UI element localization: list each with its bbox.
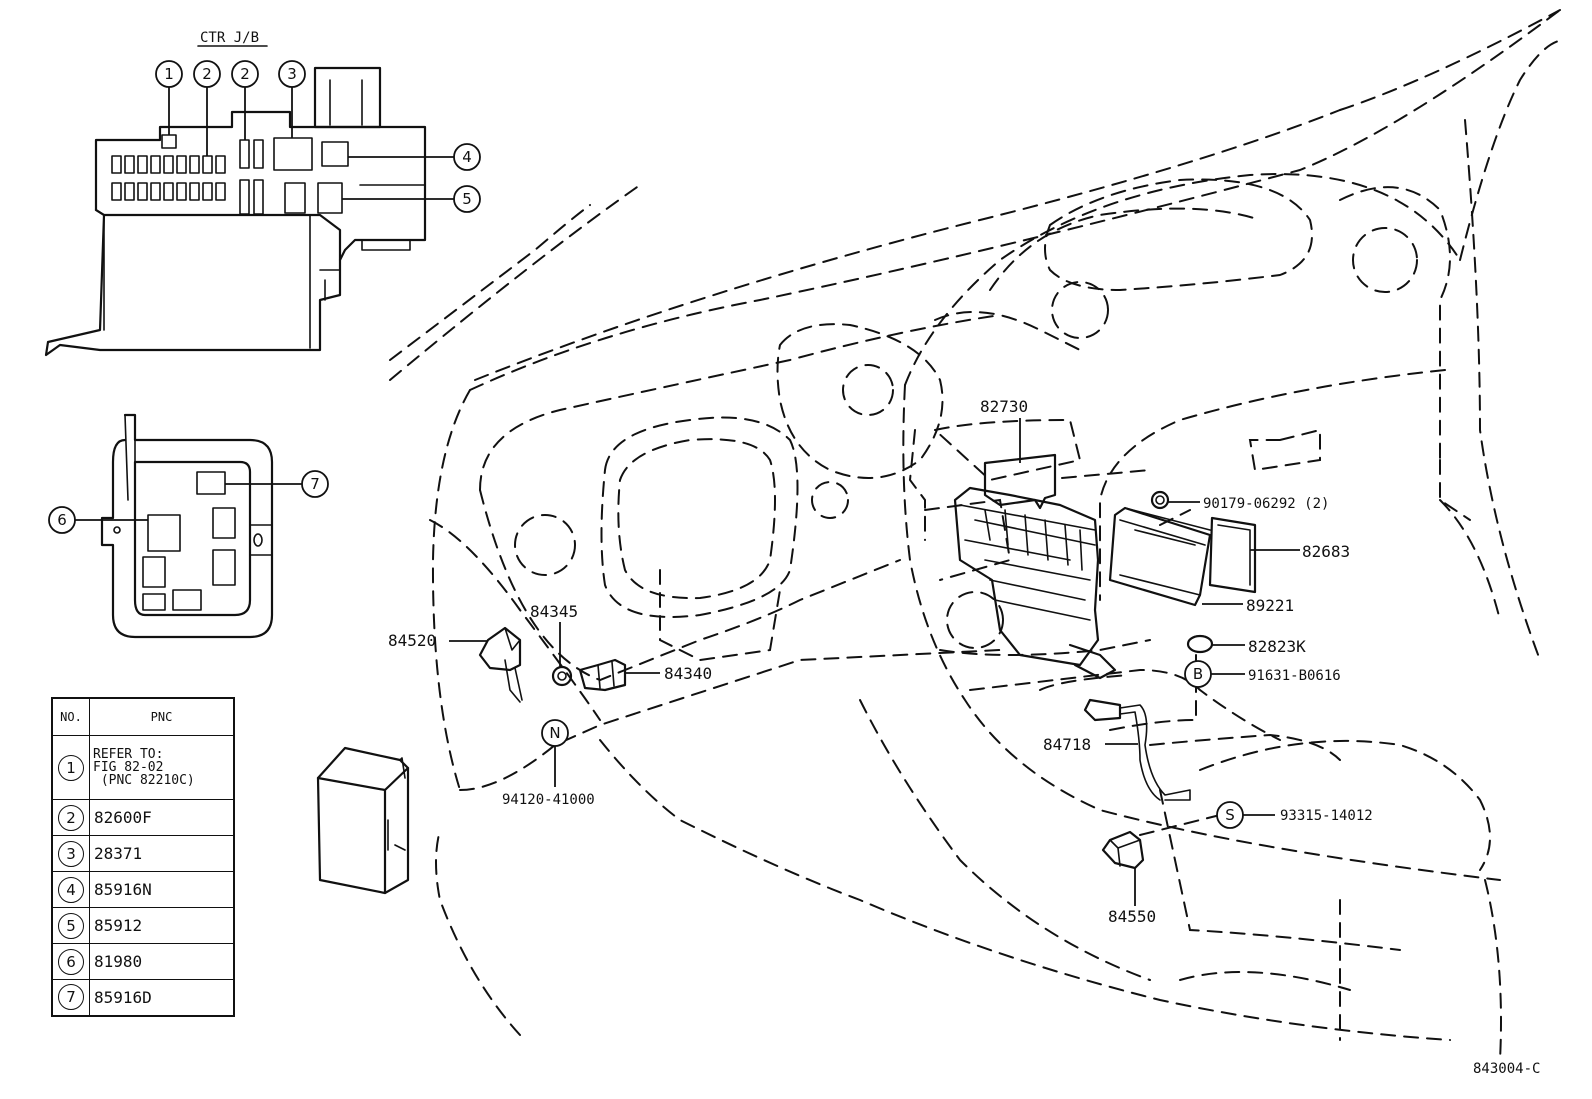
screw-S-93315: S (1216, 801, 1275, 829)
label-82683: 82683 (1302, 542, 1350, 561)
row-number: 6 (58, 948, 84, 975)
table-row: 4 85916N (51, 871, 235, 908)
label-84520: 84520 (388, 631, 436, 650)
callout-4: 4 (462, 148, 472, 166)
label-84718: 84718 (1043, 735, 1091, 754)
row-pnc: 82600F (89, 799, 235, 836)
relay-block-view: 7 6 (48, 413, 329, 639)
pnc-table: NO. PNC 1 REFER TO: FIG 82-02 (PNC 82210… (51, 697, 235, 1017)
table-row: 2 82600F (51, 799, 235, 836)
label-93315-14012: 93315-14012 (1280, 808, 1373, 824)
label-84345: 84345 (530, 602, 578, 621)
label-84550: 84550 (1108, 907, 1156, 926)
clip-84345 (551, 622, 573, 687)
table-row: 1 REFER TO: FIG 82-02 (PNC 82210C) (51, 735, 235, 800)
callout-5: 5 (462, 190, 472, 208)
callout-N: N (549, 724, 560, 742)
row-number: 2 (58, 804, 84, 831)
table-row: 5 85912 (51, 907, 235, 944)
table-row: 6 81980 (51, 943, 235, 980)
label-89221: 89221 (1246, 596, 1294, 615)
bolt-90179 (1150, 490, 1200, 510)
row-pnc: 81980 (89, 943, 235, 980)
callout-1: 1 (164, 65, 174, 83)
callout-S: S (1225, 806, 1235, 824)
table-row: 3 28371 (51, 835, 235, 872)
label-82730: 82730 (980, 397, 1028, 416)
row-pnc: REFER TO: FIG 82-02 (PNC 82210C) (93, 747, 195, 788)
label-82823K: 82823K (1248, 637, 1306, 656)
bolt-B-91631: B (1184, 660, 1245, 688)
ctr-junction-block-view: CTR J/B (44, 30, 481, 357)
switch-84340 (578, 658, 660, 692)
ecu-89221 (1108, 506, 1300, 607)
switch-84520 (449, 626, 523, 703)
label-84340: 84340 (664, 664, 712, 683)
callout-B: B (1193, 665, 1203, 683)
callout-6: 6 (57, 511, 67, 529)
row-pnc: 85916N (89, 871, 235, 908)
figure-code: 843004-C (1473, 1061, 1540, 1077)
callout-2a: 2 (202, 65, 212, 83)
callout-2b: 2 (240, 65, 250, 83)
row-number: 4 (58, 876, 84, 903)
row-pnc: 85912 (89, 907, 235, 944)
label-91631-B0616: 91631-B0616 (1248, 668, 1341, 684)
table-header-no: NO. (51, 697, 90, 736)
callout-3: 3 (287, 65, 297, 83)
label-90179-06292: 90179-06292 (2) (1203, 496, 1329, 512)
table-header-pnc: PNC (89, 697, 235, 736)
table-row: 7 85916D (51, 979, 235, 1016)
dashboard-outline (389, 9, 1566, 1061)
row-number: 5 (58, 912, 84, 939)
switch-84550 (1101, 830, 1145, 906)
row-number: 7 (58, 984, 84, 1011)
label-94120-41000: 94120-41000 (502, 792, 595, 808)
module-box (316, 746, 410, 895)
junction-block-82730 (953, 418, 1117, 680)
row-pnc: 28371 (89, 835, 235, 872)
table-header-row: NO. PNC (51, 697, 235, 736)
sensor-84718 (1083, 698, 1191, 801)
nut-N-94120: N (541, 719, 569, 787)
clip-82823K (1186, 634, 1245, 654)
row-pnc: 85916D (89, 979, 235, 1016)
row-number: 3 (58, 840, 84, 867)
junction-block-title: CTR J/B (200, 30, 259, 46)
callout-7: 7 (310, 475, 320, 493)
row-number: 1 (58, 754, 84, 781)
